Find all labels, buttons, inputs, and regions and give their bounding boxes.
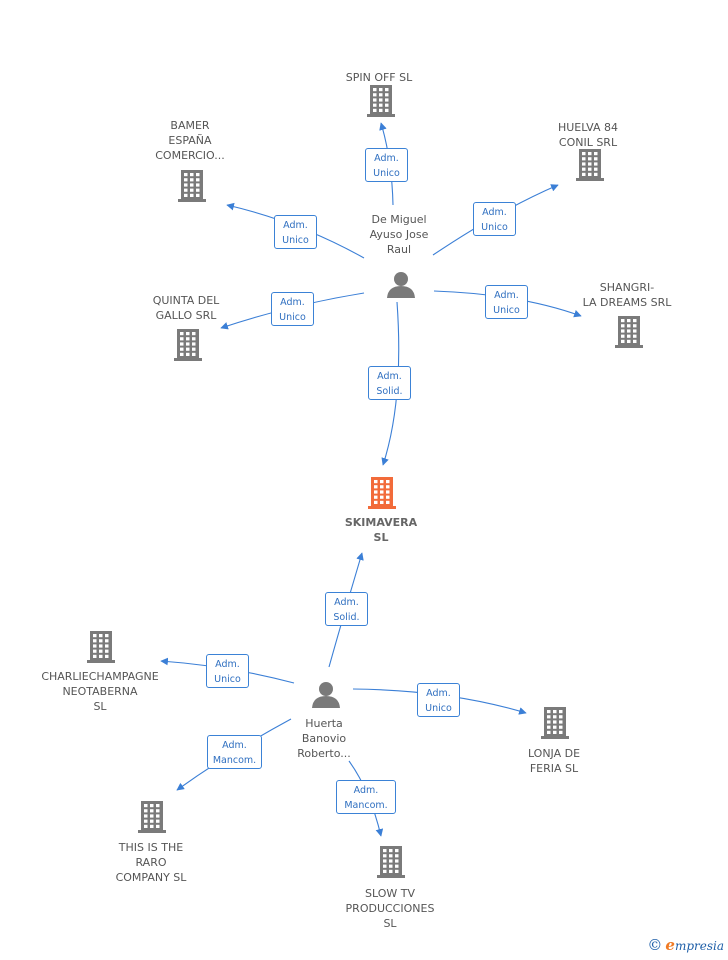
company-label-spin[interactable]: SPIN OFF SL [345,71,413,84]
building-icon-lonja[interactable] [541,707,569,739]
relation-label-demiguel-shangri[interactable]: Adm. Unico [485,285,528,319]
company-label-thisis[interactable]: THIS IS THE RARO COMPANY SL [115,841,187,884]
relation-label-huerta-charlie[interactable]: Adm. Unico [206,654,249,688]
building-icon-huelva[interactable] [576,149,604,181]
company-label-quinta[interactable]: QUINTA DEL GALLO SRL [152,294,220,322]
company-label-lonja[interactable]: LONJA DE FERIA SL [527,747,581,775]
relation-label-demiguel-spin[interactable]: Adm. Unico [365,148,408,182]
brand-name: mpresia [674,939,724,953]
company-label-skimavera[interactable]: SKIMAVERA SL [344,516,418,544]
person-icon-demiguel[interactable] [387,272,415,298]
relation-label-demiguel-skimavera[interactable]: Adm. Solid. [368,366,411,400]
relation-label-demiguel-quinta[interactable]: Adm. Unico [271,292,314,326]
building-icon-spin[interactable] [367,85,395,117]
company-label-charlie[interactable]: CHARLIECHAMPAGNE NEOTABERNA SL [41,670,159,713]
building-icon-charlie[interactable] [87,631,115,663]
building-icon-thisis[interactable] [138,801,166,833]
copyright-symbol: © [647,936,663,954]
company-label-slowtv[interactable]: SLOW TV PRODUCCIONES SL [345,887,435,930]
brand-initial: e [665,936,675,954]
building-icon-bamer[interactable] [178,170,206,202]
relation-label-demiguel-huelva[interactable]: Adm. Unico [473,202,516,236]
relation-label-huerta-lonja[interactable]: Adm. Unico [417,683,460,717]
building-icon-shangri[interactable] [615,316,643,348]
company-label-shangri[interactable]: SHANGRI- LA DREAMS SRL [582,281,672,309]
relation-label-demiguel-bamer[interactable]: Adm. Unico [274,215,317,249]
relation-label-huerta-skimavera[interactable]: Adm. Solid. [325,592,368,626]
building-icon-skimavera[interactable] [368,477,396,509]
person-label-huerta[interactable]: Huerta Banovio Roberto... [297,717,351,760]
relation-label-huerta-slowtv[interactable]: Adm. Mancom. [336,780,396,814]
person-label-demiguel[interactable]: De Miguel Ayuso Jose Raul [369,213,429,256]
relation-label-huerta-thisis[interactable]: Adm. Mancom. [207,735,262,769]
building-icon-slowtv[interactable] [377,846,405,878]
person-icon-huerta[interactable] [312,682,340,708]
empresia-watermark: ©empresia [647,936,724,954]
company-label-huelva[interactable]: HUELVA 84 CONIL SRL [557,121,619,149]
company-label-bamer[interactable]: BAMER ESPAÑA COMERCIO... [155,119,225,162]
building-icon-quinta[interactable] [174,329,202,361]
